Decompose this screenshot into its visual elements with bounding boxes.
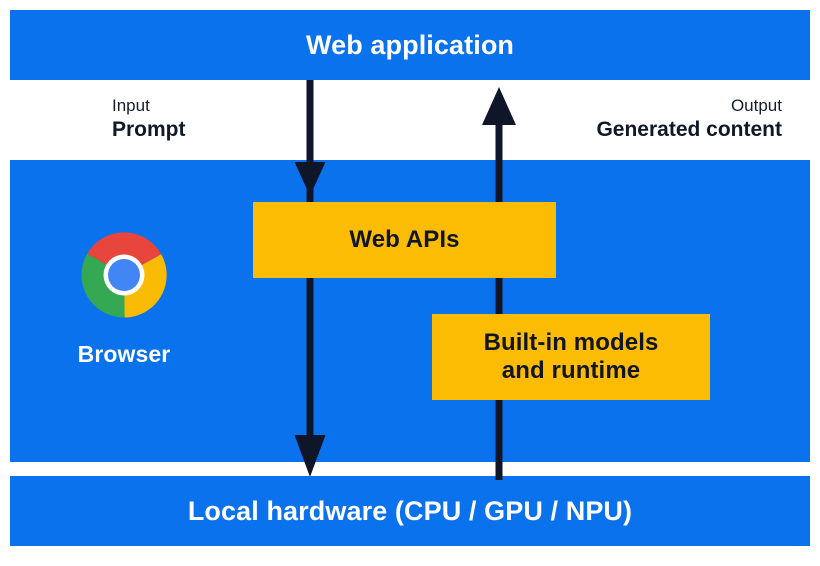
annotation-output: Output Generated content: [596, 96, 782, 143]
annotation-input-kicker: Input: [112, 96, 150, 115]
band-local-hardware-label: Local hardware (CPU / GPU / NPU): [187, 495, 633, 526]
band-local-hardware: Local hardware (CPU / GPU / NPU): [10, 476, 810, 546]
annotation-input-value: Prompt: [112, 118, 186, 142]
box-builtin-models-label: Built-in models and runtime: [484, 329, 659, 386]
band-web-application-label: Web application: [305, 29, 515, 60]
box-web-apis[interactable]: Web APIs: [253, 202, 556, 278]
band-web-application: Web application: [10, 10, 810, 80]
chrome-logo-blue-hub: [108, 259, 140, 291]
box-builtin-models-line1: Built-in models: [483, 328, 659, 356]
box-builtin-models[interactable]: Built-in models and runtime: [432, 314, 710, 400]
band-browser-caption: Browser: [77, 341, 171, 367]
box-builtin-models-line2: and runtime: [501, 357, 641, 384]
chrome-logo-icon: [81, 232, 167, 318]
box-web-apis-label: Web APIs: [349, 225, 460, 253]
annotation-output-value: Generated content: [596, 118, 782, 142]
chrome-logo-red-segment: [87, 232, 162, 275]
annotation-input: Input Prompt: [112, 96, 186, 143]
annotation-output-kicker: Output: [730, 96, 782, 115]
